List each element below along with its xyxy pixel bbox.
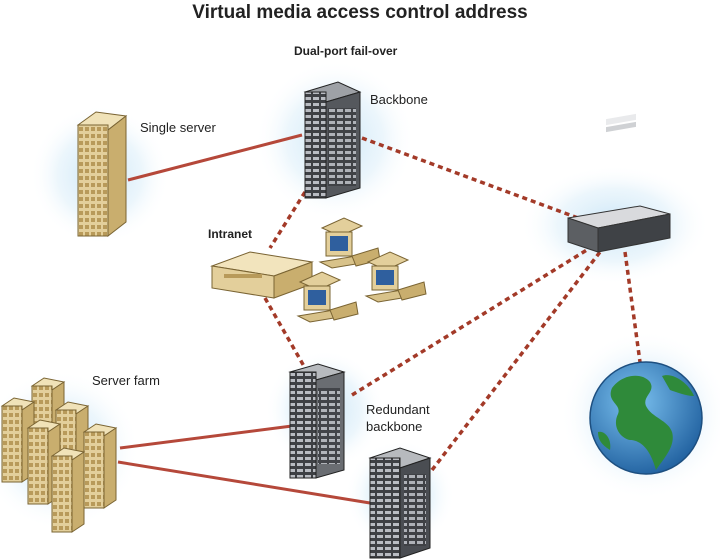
link-redundant2-switch [430, 250, 602, 472]
link-serverfarm-redundant-2 [117, 460, 371, 505]
server-farm-icon [0, 377, 118, 533]
server-tower-icon [50, 447, 86, 533]
server-tower-icon [26, 419, 62, 505]
link-intranet-redundant [263, 297, 307, 369]
single-server-icon [76, 111, 128, 238]
link-backbone-switch [361, 136, 579, 220]
redundant-label-line2: backbone [366, 419, 423, 434]
server-tower-icon [82, 423, 118, 509]
link-backbone-intranet [268, 191, 307, 249]
workstation-icons [296, 217, 427, 323]
redundant-backbone-rack-icon [368, 447, 432, 559]
link-single-server-backbone [127, 133, 303, 182]
connections [117, 133, 642, 505]
link-redundant-switch [351, 246, 591, 397]
intranet-hub-icon [210, 251, 314, 299]
redundant-label-line1: Redundant [366, 402, 430, 417]
globe-icon [589, 361, 703, 475]
backbone-label: Backbone [370, 92, 428, 107]
dual-port-label: Dual-port fail-over [294, 44, 398, 58]
switch-icon [567, 113, 671, 253]
link-switch-globe [623, 251, 642, 363]
workstation-icon [364, 251, 427, 303]
server-tower-icon [0, 397, 36, 483]
diagram-title: Virtual media access control address [192, 2, 528, 23]
server-farm-label: Server farm [92, 373, 160, 388]
intranet-label: Intranet [208, 227, 253, 241]
workstation-icon [296, 271, 359, 323]
link-serverfarm-redundant-1 [119, 424, 293, 450]
backbone-rack-icon [303, 81, 362, 199]
single-server-label: Single server [140, 120, 216, 135]
redundant-backbone-rack-icon [288, 363, 346, 479]
